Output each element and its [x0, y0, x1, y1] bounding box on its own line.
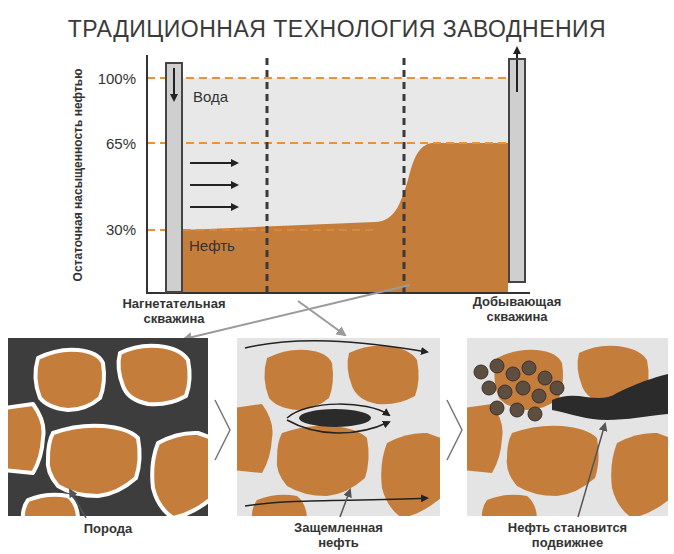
node-caption: Порода	[58, 521, 158, 536]
mobile-oil-panel: Нефть становится подвижнее	[467, 338, 668, 516]
production-well: Добывающая скважина	[508, 58, 526, 283]
water-label: Вода	[193, 88, 228, 105]
node-caption: Защемленная нефть	[284, 520, 394, 550]
injection-well: Нагнетательная скважина	[165, 62, 183, 293]
tick-label: 65%	[106, 135, 136, 152]
node-caption: Нефть становится подвижнее	[498, 520, 638, 550]
axis-title: Остаточная насыщенность нефтью	[71, 69, 85, 282]
tick-label: 100%	[98, 70, 136, 87]
rock-panel: Порода	[8, 338, 208, 516]
node-caption: Нагнетательная скважина	[114, 296, 234, 326]
node-caption: Добывающая скважина	[457, 294, 577, 324]
trapped-oil-panel: Защемленная нефть	[237, 338, 440, 516]
oil-label: Нефть	[189, 237, 235, 254]
tick-label: 30%	[106, 221, 136, 238]
diagram-title: ТРАДИЦИОННАЯ ТЕХНОЛОГИЯ ЗАВОДНЕНИЯ	[68, 16, 606, 43]
